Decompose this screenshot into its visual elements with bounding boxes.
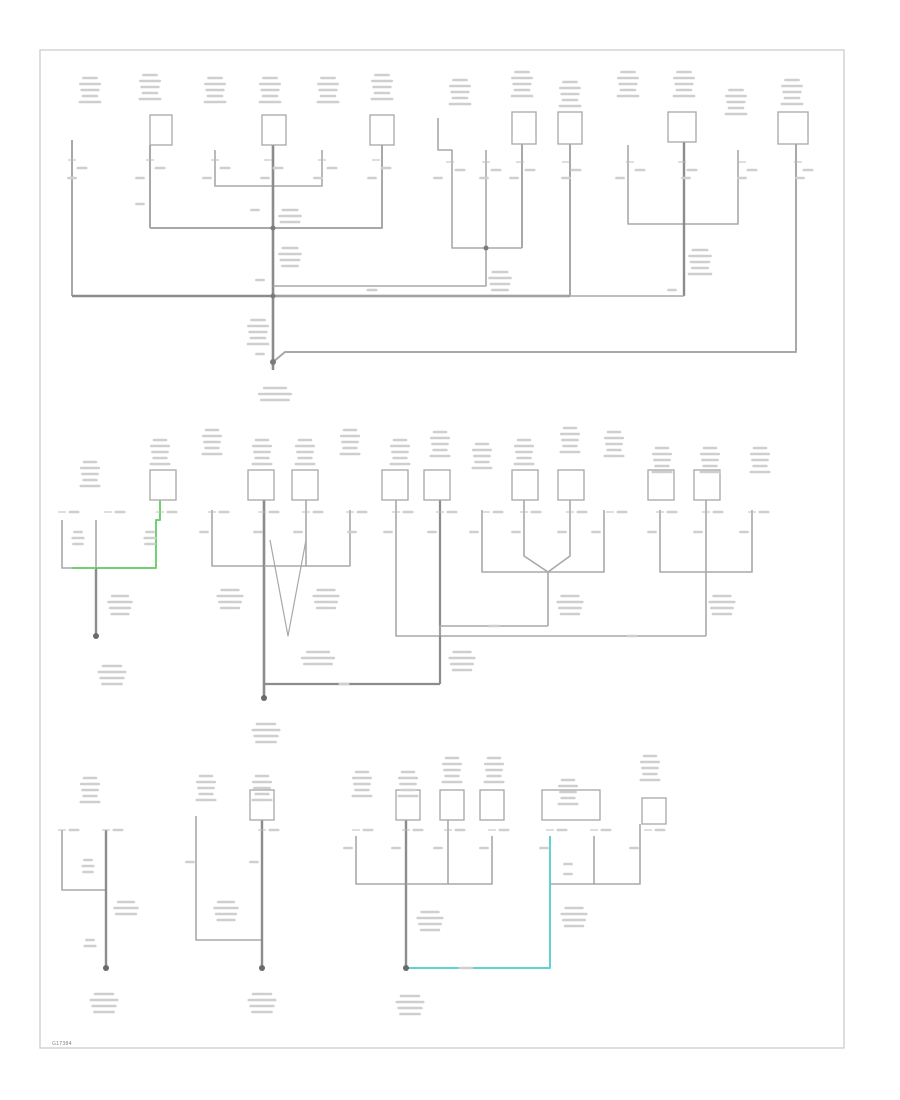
component-body bbox=[647, 469, 675, 501]
wire bbox=[273, 145, 383, 229]
wire bbox=[269, 539, 307, 637]
ground-point bbox=[93, 633, 99, 639]
label-layer bbox=[58, 70, 814, 1016]
ground-point bbox=[403, 965, 409, 971]
footer-code: G17384 bbox=[52, 1041, 72, 1047]
splice-point bbox=[270, 293, 276, 299]
wire bbox=[547, 500, 571, 573]
component-body bbox=[511, 469, 539, 501]
wire bbox=[439, 625, 548, 636]
wire bbox=[437, 118, 522, 249]
component-body bbox=[149, 114, 173, 146]
wire-layer bbox=[61, 118, 797, 969]
wire bbox=[61, 830, 106, 891]
wire bbox=[448, 836, 493, 885]
diagram-border bbox=[39, 49, 845, 1049]
wire bbox=[481, 510, 605, 573]
component-body bbox=[247, 469, 275, 501]
wire bbox=[306, 510, 351, 567]
component-body bbox=[777, 111, 809, 145]
component-body bbox=[261, 114, 287, 146]
component-body bbox=[369, 114, 395, 146]
component-body bbox=[395, 789, 421, 821]
ground-point bbox=[261, 695, 267, 701]
component-body bbox=[693, 469, 721, 501]
component-body bbox=[439, 789, 465, 821]
ground-point bbox=[259, 965, 265, 971]
component-body bbox=[249, 789, 275, 821]
component-body bbox=[423, 469, 451, 501]
component-layer bbox=[93, 111, 809, 971]
component-body bbox=[511, 111, 537, 145]
component-body bbox=[479, 789, 505, 821]
component-body bbox=[149, 469, 177, 501]
component-body bbox=[381, 469, 409, 501]
wire bbox=[96, 500, 161, 569]
wire bbox=[211, 510, 264, 567]
splice-point bbox=[270, 359, 276, 365]
wire bbox=[273, 248, 487, 287]
ground-point bbox=[103, 965, 109, 971]
wire bbox=[268, 150, 323, 187]
wire bbox=[406, 836, 551, 969]
wire bbox=[395, 500, 706, 637]
wire bbox=[594, 824, 641, 885]
wire bbox=[523, 500, 549, 573]
splice-point bbox=[483, 245, 489, 251]
component-body bbox=[557, 469, 585, 501]
component-body bbox=[667, 111, 697, 143]
component-body bbox=[557, 111, 583, 145]
component-body bbox=[291, 469, 319, 501]
wire bbox=[272, 144, 797, 363]
wire bbox=[195, 816, 262, 941]
component-body bbox=[641, 797, 667, 825]
wire bbox=[355, 836, 406, 885]
splice-point bbox=[270, 225, 276, 231]
wire bbox=[214, 150, 268, 187]
